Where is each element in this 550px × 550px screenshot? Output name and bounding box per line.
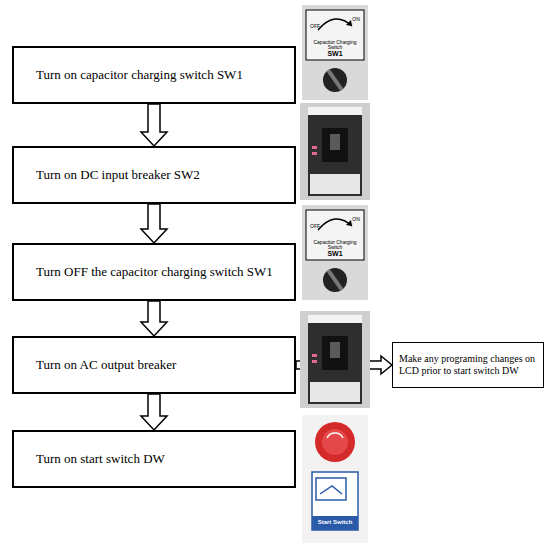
photo-label: Capacitor Charging Switch (306, 240, 364, 251)
note-box: Make any programing changes on LCD prior… (392, 342, 544, 388)
step-text: Turn on capacitor charging switch SW1 (36, 67, 243, 83)
switch-photo (302, 5, 368, 100)
photo-label: SW1 (306, 250, 364, 257)
switch-photo (302, 205, 368, 300)
stop-button-cap (322, 429, 348, 455)
step-text: Turn on AC output breaker (36, 357, 176, 373)
process-box: Turn on AC output breaker (12, 336, 296, 394)
photo-label: SW1 (306, 50, 364, 57)
sign-icon-mark (320, 486, 342, 494)
photo-label: OFF (307, 24, 323, 29)
flow-arrow (141, 394, 167, 430)
flow-arrow (141, 301, 167, 336)
step-text: Turn on DC input breaker SW2 (36, 167, 200, 183)
step-text: Make any programing changes on LCD prior… (399, 353, 537, 377)
breaker-photo (300, 311, 370, 408)
photo-label: Capacitor Charging Switch (306, 40, 364, 51)
sign-icon (316, 478, 346, 500)
process-box: Turn on capacitor charging switch SW1 (12, 46, 296, 104)
photo-label: ON (349, 17, 363, 22)
process-box: Turn on DC input breaker SW2 (12, 146, 296, 204)
breaker-photo (300, 103, 370, 200)
stop-button (315, 422, 355, 462)
start-sign (312, 472, 358, 530)
flow-arrow (141, 204, 167, 243)
process-box: Turn OFF the capacitor charging switch S… (12, 243, 296, 301)
process-box: Turn on start switch DW (12, 430, 296, 488)
photo-label: Start Switch (312, 519, 358, 525)
button-marking (327, 433, 343, 438)
photo-background (302, 415, 368, 543)
start-switch-photo (302, 415, 368, 543)
step-text: Turn OFF the capacitor charging switch S… (36, 264, 273, 280)
step-text: Turn on start switch DW (36, 451, 165, 467)
photo-label: ON (349, 217, 363, 222)
sign-strip (312, 516, 358, 530)
flow-arrow (141, 104, 167, 146)
photo-label: OFF (307, 224, 323, 229)
